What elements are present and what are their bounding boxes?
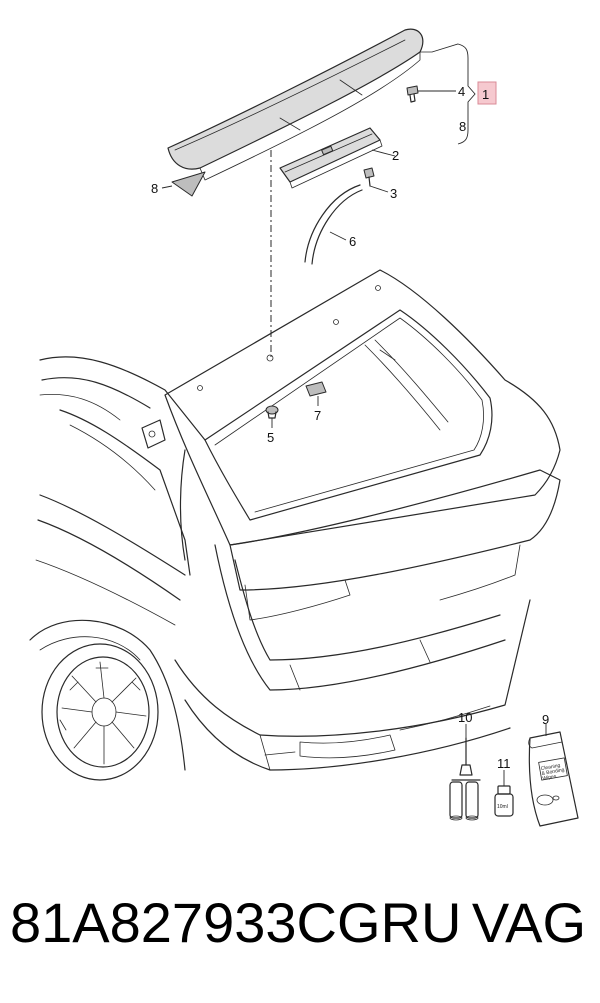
grommet-5 bbox=[265, 405, 279, 419]
bag-label-2: & Bonding bbox=[541, 767, 565, 777]
part-number: 81A827933CGRU bbox=[10, 891, 462, 954]
brake-light bbox=[279, 127, 383, 189]
exploded-parts-diagram: 10ml Cleaning & Bonding Wipes 1 2 3 4 5 … bbox=[29, 28, 579, 827]
wipes-bag: Cleaning & Bonding Wipes bbox=[528, 731, 579, 827]
screw-3 bbox=[363, 167, 375, 187]
callout-leaders bbox=[161, 43, 547, 786]
callout-4: 4 bbox=[458, 84, 465, 99]
callout-numbers: 1 2 3 4 5 6 7 8 8 9 10 11 bbox=[151, 84, 549, 771]
callout-2: 2 bbox=[392, 148, 399, 163]
callout-box-1 bbox=[477, 81, 497, 105]
adhesive-cartridge bbox=[449, 737, 481, 821]
roof-spoiler bbox=[167, 28, 433, 197]
pad-7 bbox=[305, 381, 327, 397]
callout-8-top: 8 bbox=[459, 119, 466, 134]
callout-11: 11 bbox=[497, 756, 511, 771]
bottle-label: 10ml bbox=[497, 804, 508, 810]
callout-6: 6 bbox=[349, 234, 356, 249]
footer: 81A827933CGRU VAG bbox=[0, 888, 600, 988]
callout-3: 3 bbox=[390, 186, 397, 201]
callout-9: 9 bbox=[542, 712, 549, 727]
callout-1: 1 bbox=[482, 87, 489, 102]
bag-label-3: Wipes bbox=[542, 774, 557, 782]
clip-4 bbox=[406, 85, 419, 103]
seal-strip-6 bbox=[304, 184, 363, 265]
callout-5: 5 bbox=[267, 430, 274, 445]
spoiler-end-cap bbox=[171, 171, 206, 197]
brand-label: VAG bbox=[471, 891, 586, 954]
car-body bbox=[29, 269, 561, 781]
bag-label-1: Cleaning bbox=[540, 763, 561, 772]
primer-bottle: 10ml bbox=[494, 785, 514, 817]
callout-7: 7 bbox=[314, 408, 321, 423]
callout-10: 10 bbox=[458, 710, 472, 725]
callout-8-left: 8 bbox=[151, 181, 158, 196]
